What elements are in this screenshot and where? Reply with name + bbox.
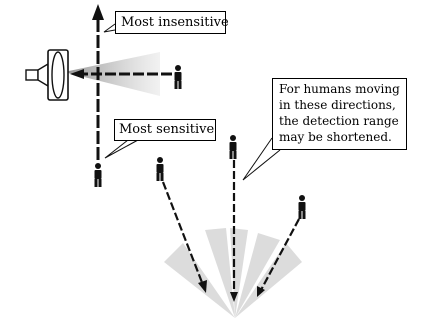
callout-most-sensitive: Most sensitive [114, 119, 216, 141]
human-icon [156, 157, 164, 181]
directions-note-line: For humans moving [279, 82, 400, 96]
arrow-head-left [198, 280, 207, 293]
directions-note-line: may be shortened. [279, 130, 392, 144]
directions-note-line: the detection range [279, 114, 399, 128]
arrow-head-center [230, 292, 238, 302]
human-icon [229, 135, 237, 159]
left-arrow-head [70, 69, 84, 79]
detection-zone-2 [205, 228, 235, 318]
vertical-movement-line [92, 4, 104, 160]
arrow-head-right [257, 286, 265, 297]
detection-zones [164, 228, 302, 318]
detection-zone-1 [164, 243, 235, 318]
pointer-most-insensitive [103, 23, 116, 33]
callout-most-insensitive-text: Most insensitive [121, 15, 229, 30]
sensor-body [25, 69, 39, 81]
horizontal-movement-line [70, 69, 172, 79]
callout-directions-note: For humans moving in these directions, t… [272, 78, 407, 150]
detection-zone-4 [235, 233, 280, 318]
approach-path-left [161, 181, 205, 286]
human-icon [174, 65, 182, 89]
detection-zone-5 [235, 243, 302, 318]
human-icon [94, 163, 102, 187]
sensor-neck [37, 62, 49, 88]
approach-paths [161, 160, 300, 295]
approach-path-right [260, 218, 300, 291]
directions-note-line: in these directions, [279, 98, 396, 112]
pointer-directions-note [242, 137, 281, 181]
approach-arrow-heads [198, 280, 265, 302]
human-icon [298, 195, 306, 219]
callout-pointers [103, 23, 281, 181]
pointer-most-sensitive [104, 139, 139, 159]
callout-most-insensitive: Most insensitive [115, 11, 229, 34]
sensor [25, 49, 69, 101]
up-arrow-head [92, 4, 104, 20]
callout-most-sensitive-text: Most sensitive [119, 122, 215, 137]
sensor-lens [51, 51, 65, 99]
